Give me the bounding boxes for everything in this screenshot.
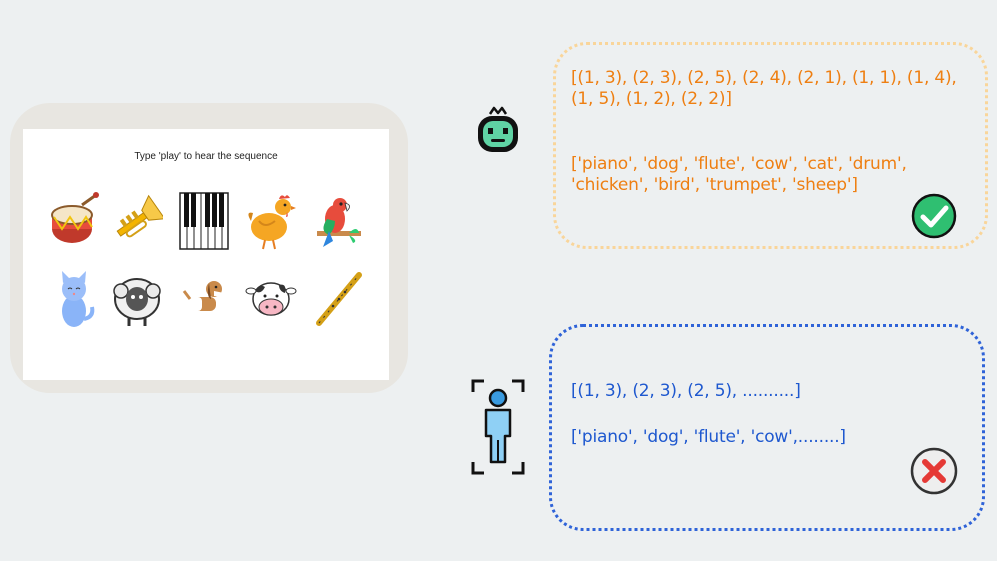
cat-icon [62, 271, 95, 327]
cat-tile[interactable] [48, 269, 100, 329]
drum-tile[interactable] [48, 191, 100, 251]
piano-icon [179, 192, 229, 250]
trumpet-tile[interactable] [111, 191, 163, 251]
robot-icon [478, 106, 518, 152]
dog-icon [182, 281, 224, 325]
cow-icon [245, 282, 297, 316]
cow-tile[interactable] [245, 269, 297, 329]
chicken-tile[interactable] [245, 191, 297, 251]
human-coordinates-text: [(1, 3), (2, 3), (2, 5), ..........] [571, 381, 801, 401]
game-screen: Type 'play' to hear the sequence [23, 129, 389, 380]
dog-tile[interactable] [178, 269, 230, 329]
cross-icon [910, 447, 958, 495]
sheep-tile[interactable] [111, 269, 163, 329]
check-icon [911, 193, 957, 239]
agent-response-bubble [553, 42, 988, 249]
human-names-text: ['piano', 'dog', 'flute', 'cow',........… [571, 427, 846, 447]
piano-tile[interactable] [178, 191, 230, 251]
human-response-bubble [549, 324, 985, 531]
flute-icon [316, 272, 362, 326]
game-title: Type 'play' to hear the sequence [134, 151, 278, 162]
drum-icon [51, 192, 99, 243]
chicken-icon [248, 195, 296, 250]
person-icon [471, 379, 525, 475]
bird-icon [317, 198, 361, 247]
agent-names-text: ['piano', 'dog', 'flute', 'cow', 'cat', … [571, 154, 907, 195]
trumpet-icon [116, 194, 163, 238]
sheep-icon [113, 278, 161, 326]
agent-coordinates-text: [(1, 3), (2, 3), (2, 5), (2, 4), (2, 1),… [571, 68, 957, 109]
flute-tile[interactable] [313, 269, 365, 329]
bird-tile[interactable] [313, 191, 365, 251]
